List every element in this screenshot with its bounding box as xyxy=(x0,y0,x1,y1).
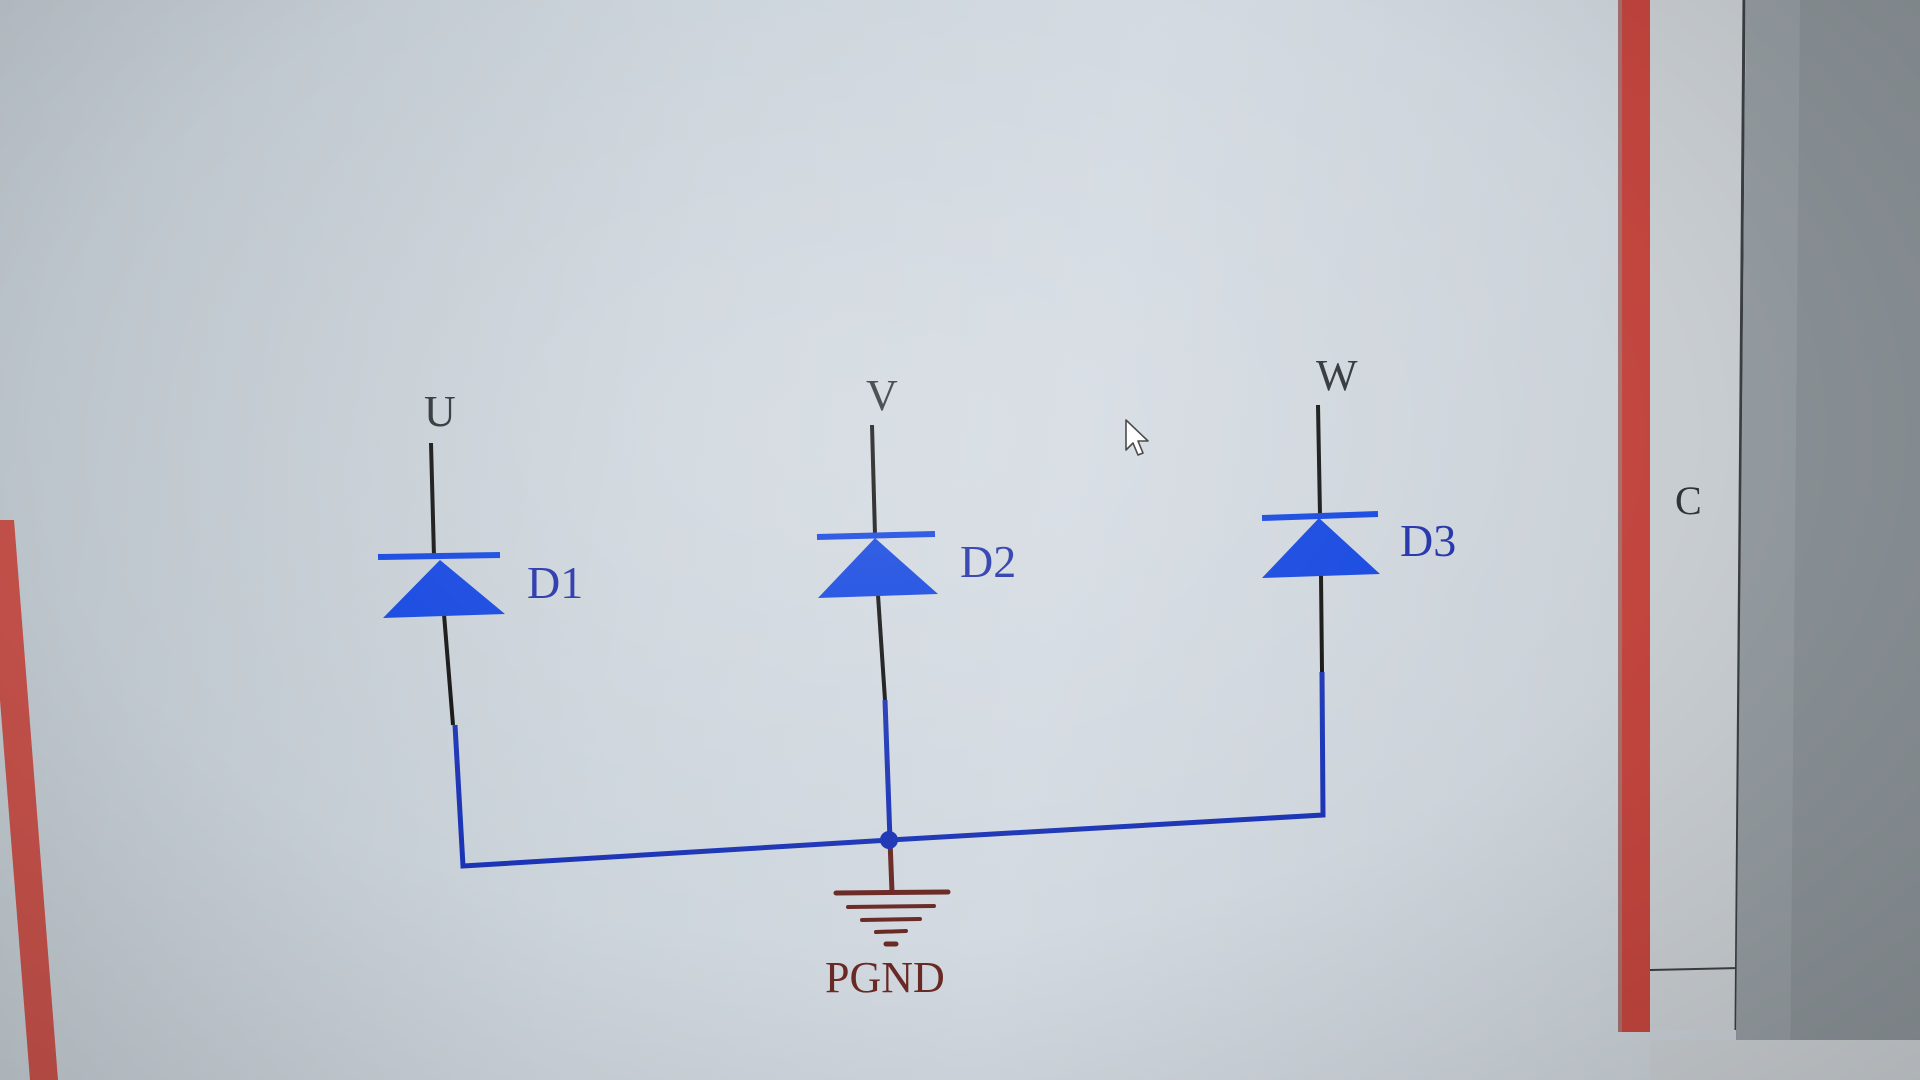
net-label-u[interactable]: U xyxy=(424,387,456,436)
d1-cathode-bar xyxy=(377,552,501,560)
wire-d2[interactable] xyxy=(882,699,893,841)
pin-d1-top xyxy=(429,442,436,558)
pin-d2-bottom xyxy=(876,594,887,701)
wire-d1[interactable] xyxy=(452,724,891,869)
pin-d2-top xyxy=(870,424,877,536)
zone-letter-c: C xyxy=(1675,478,1702,523)
sheet-margin-panel xyxy=(1650,0,1744,1030)
screen-bottom-edge xyxy=(1650,1040,1920,1080)
designator-d1[interactable]: D1 xyxy=(527,557,583,608)
wires xyxy=(452,671,1326,893)
designator-d3[interactable]: D3 xyxy=(1400,515,1456,566)
diode-d1[interactable] xyxy=(377,442,505,726)
wire-d3[interactable] xyxy=(889,671,1326,843)
pin-d1-bottom xyxy=(442,613,455,726)
sheet-border-right xyxy=(1622,0,1650,1032)
d2-cathode-bar xyxy=(816,531,936,540)
pin-d3-top xyxy=(1316,404,1322,516)
d3-anode-triangle xyxy=(1262,518,1380,578)
diode-d3[interactable] xyxy=(1261,404,1380,673)
power-port-label[interactable]: PGND xyxy=(825,953,945,1002)
mouse-pointer-icon xyxy=(1125,419,1149,456)
sheet-border-left xyxy=(0,520,58,1080)
designator-d2[interactable]: D2 xyxy=(960,536,1016,587)
pin-d3-bottom xyxy=(1319,574,1324,673)
ground-symbol-icon[interactable] xyxy=(833,889,951,947)
net-label-v[interactable]: V xyxy=(866,371,898,420)
diode-d2[interactable] xyxy=(816,424,938,701)
net-label-w[interactable]: W xyxy=(1316,351,1358,400)
junction-dot xyxy=(880,831,898,849)
d2-anode-triangle xyxy=(818,538,938,598)
d3-cathode-bar xyxy=(1261,511,1379,521)
d1-anode-triangle xyxy=(383,560,505,618)
